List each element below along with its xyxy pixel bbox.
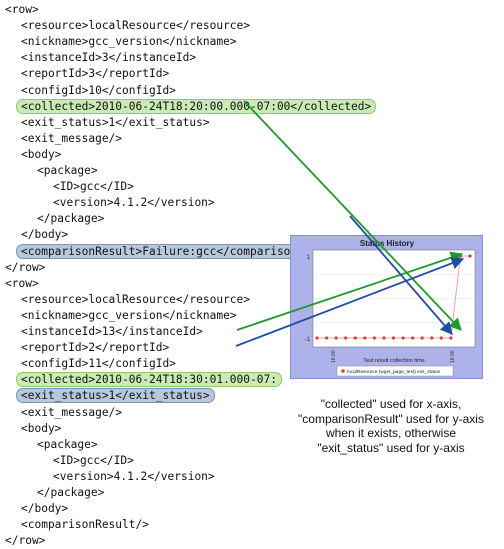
xml-text: </package> <box>37 212 105 226</box>
chart-title: Status History <box>360 239 415 248</box>
xml-text: <nickname>gcc_version</nickname> <box>21 35 237 49</box>
xml-text: </row> <box>5 260 46 274</box>
xml-line: <reportId>2</reportId> <box>21 339 169 356</box>
xml-line: <row> <box>5 1 39 18</box>
xml-text: <comparisonResult/> <box>21 518 149 532</box>
data-point <box>334 336 338 340</box>
xml-line: <comparisonResult/> <box>21 516 149 533</box>
xml-text: <ID>gcc</ID> <box>53 180 134 194</box>
caption-line: "comparisonResult" used for y-axis <box>298 411 484 426</box>
xml-text: <configId>11</configId> <box>21 357 176 371</box>
data-point <box>382 336 386 340</box>
data-point <box>411 336 415 340</box>
xml-text: <exit_message/> <box>21 405 123 419</box>
xml-line: <body> <box>21 420 61 437</box>
xml-line: <ID>gcc</ID> <box>53 452 134 469</box>
data-point <box>363 336 367 340</box>
xml-line: <package> <box>37 436 98 453</box>
highlighted-xml-text: <collected>2010-06-24T18:20:00.000-07:00… <box>16 98 377 114</box>
xml-text: <reportId>2</reportId> <box>21 341 170 355</box>
xml-text: <package> <box>37 437 98 451</box>
data-point <box>401 336 405 340</box>
data-point <box>353 336 357 340</box>
xml-line: <version>4.1.2</version> <box>53 468 215 485</box>
xml-line: </body> <box>21 226 68 243</box>
xml-text: <resource>localResource</resource> <box>21 292 251 306</box>
xml-text: <version>4.1.2</version> <box>53 469 215 483</box>
xml-line: <package> <box>37 162 98 179</box>
legend-label: localResource (wget_page_test) exit_stat… <box>347 369 441 375</box>
xml-line: <row> <box>5 275 39 292</box>
xml-text: <version>4.1.2</version> <box>53 196 215 210</box>
xml-line: <exit_status>1</exit_status> <box>16 387 215 404</box>
legend-box <box>336 365 454 377</box>
xml-line: <configId>11</configId> <box>21 355 176 372</box>
data-point <box>439 336 443 340</box>
data-point <box>344 336 348 340</box>
x-tick-label: 18:00 <box>331 350 337 363</box>
xml-text: <exit_status>1</exit_status> <box>21 115 210 129</box>
highlighted-xml-text: <collected>2010-06-24T18:30:01.000-07: <box>16 372 282 388</box>
xml-text: <exit_message/> <box>21 131 123 145</box>
xml-line: </row> <box>5 259 45 276</box>
data-point <box>468 254 472 258</box>
xml-line: <version>4.1.2</version> <box>53 194 215 211</box>
xml-line: </body> <box>21 500 68 517</box>
xml-line: <reportId>3</reportId> <box>21 65 169 82</box>
xml-text: </package> <box>37 486 105 499</box>
xml-text: <instanceId>3</instanceId> <box>21 51 197 65</box>
xml-text: <body> <box>21 147 62 161</box>
xml-line: <nickname>gcc_version</nickname> <box>21 307 237 324</box>
data-point <box>420 336 424 340</box>
xml-text: </row> <box>5 534 46 548</box>
xml-line: <instanceId>13</instanceId> <box>21 323 203 340</box>
x-tick-label: 18:00 <box>450 350 456 363</box>
xml-text: </body> <box>21 502 69 516</box>
xml-text: </body> <box>21 228 69 242</box>
x-axis-label: Test result collection time <box>363 358 424 364</box>
xml-line: <exit_status>1</exit_status> <box>21 114 210 131</box>
xml-text: <instanceId>13</instanceId> <box>21 325 203 338</box>
y-tick-label: 1 <box>307 255 311 261</box>
xml-text: <row> <box>5 276 39 290</box>
xml-text: <nickname>gcc_version</nickname> <box>21 308 237 322</box>
xml-line: <ID>gcc</ID> <box>53 178 134 195</box>
explanation-caption: "collected" used for x-axis, "comparison… <box>296 397 486 455</box>
xml-line: </row> <box>5 532 45 549</box>
xml-line: </package> <box>37 210 104 227</box>
xml-line: <resource>localResource</resource> <box>21 17 250 34</box>
xml-text: <configId>10</configId> <box>21 83 176 97</box>
xml-text: <reportId>3</reportId> <box>21 67 170 81</box>
xml-text: <row> <box>5 3 39 16</box>
xml-line: <collected>2010-06-24T18:20:00.000-07:00… <box>16 98 377 115</box>
xml-line: <instanceId>3</instanceId> <box>21 49 196 66</box>
xml-line: </package> <box>37 484 104 501</box>
data-point <box>391 336 396 340</box>
xml-line: <exit_message/> <box>21 130 122 147</box>
legend-marker <box>341 369 345 373</box>
caption-line: "collected" used for x-axis, <box>320 397 462 411</box>
xml-text: <ID>gcc</ID> <box>53 453 134 467</box>
data-point <box>458 254 463 258</box>
data-point <box>430 336 434 340</box>
caption-line: "exit_status" used for y-axis <box>317 440 465 455</box>
data-point <box>372 336 376 340</box>
highlighted-xml-text: <exit_status>1</exit_status> <box>16 388 215 404</box>
y-tick-label: -1 <box>305 337 311 343</box>
xml-line: <resource>localResource</resource> <box>21 291 250 308</box>
xml-line: <nickname>gcc_version</nickname> <box>21 33 237 50</box>
xml-text: <package> <box>37 164 98 177</box>
xml-text: <body> <box>21 421 62 435</box>
xml-line: <configId>10</configId> <box>21 82 176 99</box>
data-point <box>449 336 453 340</box>
caption-line: when it exists, otherwise <box>325 426 457 440</box>
data-point <box>315 336 319 340</box>
xml-line: <collected>2010-06-24T18:30:01.000-07: <box>16 371 282 388</box>
xml-line: <exit_message/> <box>21 404 122 421</box>
xml-line: <body> <box>21 146 61 163</box>
data-point <box>324 336 329 340</box>
xml-text: <resource>localResource</resource> <box>21 19 251 33</box>
